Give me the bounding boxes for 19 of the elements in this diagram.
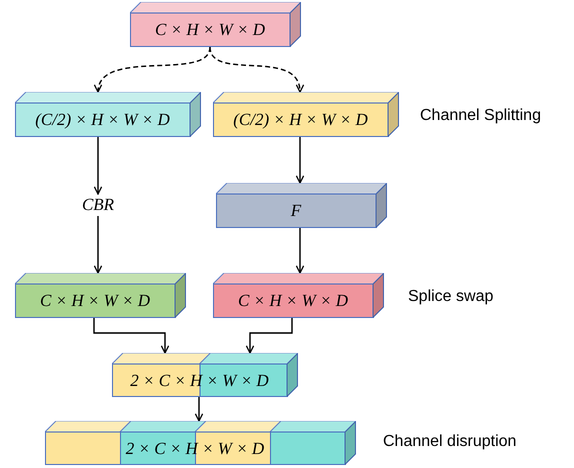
dimension-text: (C/2) × H × W × D [35,109,170,132]
arrow [94,216,102,274]
arrow [93,318,170,354]
dimension-text: C × H × W × D [155,19,265,42]
dashed-arrow [209,46,303,93]
arrow [246,318,293,354]
dimension-text: C × H × W × D [40,290,150,312]
stage-label: Splice swap [408,287,494,307]
dimension-text: C × H × W × D [238,290,348,312]
stage-label: Channel disruption [383,432,516,452]
stage-label: Channel Splitting [420,106,541,126]
arrow [94,137,102,195]
dimension-text: F [290,200,302,222]
arrow [194,397,204,422]
arrow [296,228,304,274]
dimension-text: (C/2) × H × W × D [233,109,368,132]
arrow [296,137,304,184]
dashed-arrow [95,46,211,93]
dimension-text: CBR [82,194,114,216]
